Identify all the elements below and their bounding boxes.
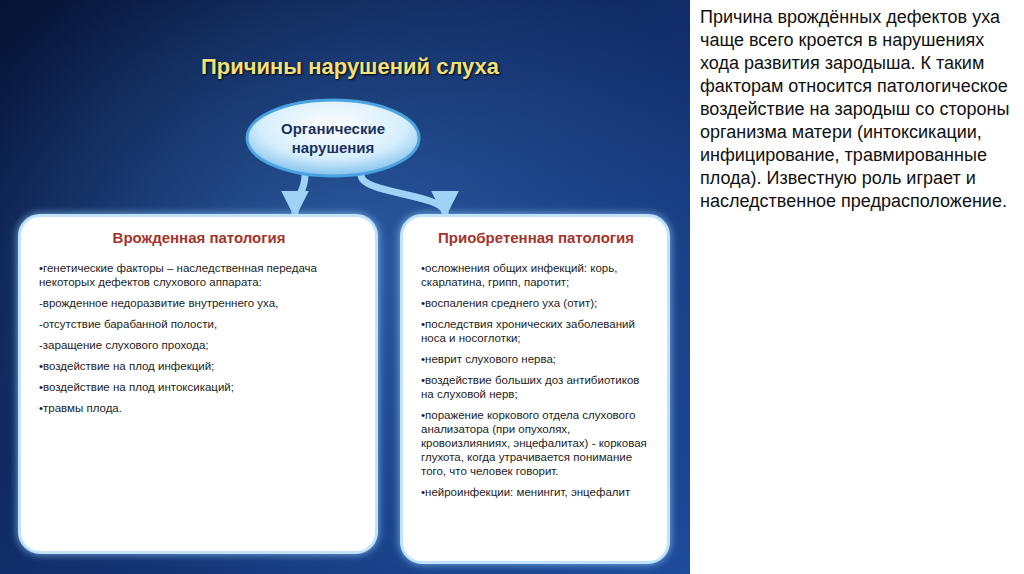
list-item: •нейроинфекции: менингит, энцефалит — [421, 485, 651, 499]
oval-outline — [247, 100, 419, 176]
note-text: Причина врождённых дефектов уха чаще все… — [700, 6, 1018, 213]
list-item: •воздействие больших доз антибиотиков на… — [421, 373, 651, 401]
curved-arrow — [361, 175, 445, 213]
list-item: •воздействие на плод инфекций; — [39, 359, 359, 373]
category-oval: Органические нарушения — [245, 98, 421, 178]
list-item: •неврит слухового нерва; — [421, 352, 651, 366]
list-item: •воспаления среднего уха (отит); — [421, 296, 651, 310]
list-item: -заращение слухового прохода; — [39, 338, 359, 352]
list-item: •последствия хронических заболеваний нос… — [421, 317, 651, 345]
list-item: •воздействие на плод интоксикаций; — [39, 380, 359, 394]
list-item: •генетические факторы – наследственная п… — [39, 261, 359, 289]
list-item: •травмы плода. — [39, 401, 359, 415]
panel-heading: Врожденная патология — [39, 229, 359, 247]
list-item: -врожденное недоразвитие внутреннего уха… — [39, 296, 359, 310]
congenital-panel: Врожденная патология •генетические фактор… — [18, 214, 378, 554]
list-item: •поражение коркового отдела слухового ан… — [421, 408, 651, 478]
dark-panel — [0, 0, 690, 574]
oval-text: Органические нарушения — [267, 119, 399, 157]
white-panel — [690, 0, 1024, 574]
diagram-title: Причины нарушений слуха — [60, 54, 640, 80]
panel-heading: Приобретенная патология — [421, 229, 651, 247]
oval-shape — [245, 98, 421, 178]
acquired-panel: Приобретенная патология •осложнения общих… — [400, 214, 670, 564]
list-item: -отсутствие барабанной полости, — [39, 317, 359, 331]
panel-glow — [0, 0, 690, 574]
list-item: •осложнения общих инфекций: корь, скарла… — [421, 261, 651, 289]
curved-arrow — [295, 175, 305, 213]
